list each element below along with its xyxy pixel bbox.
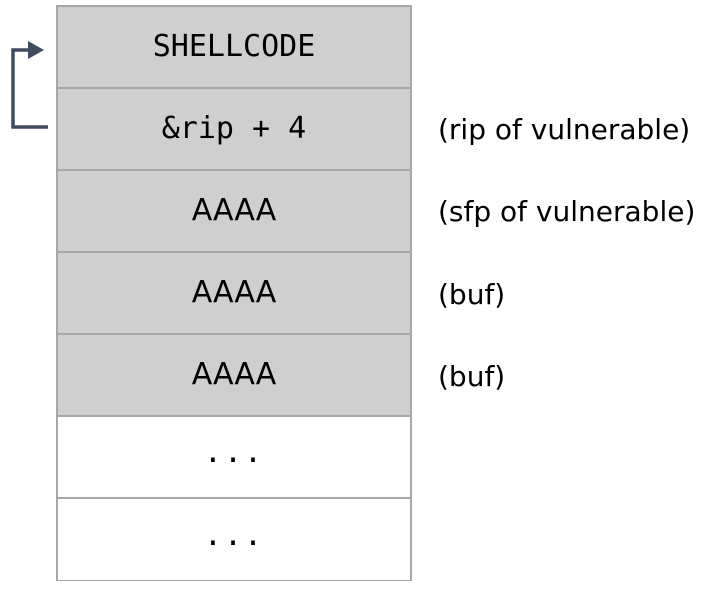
stack-cell-value: SHELLCODE — [152, 29, 316, 64]
stack-row: AAAA — [58, 253, 410, 335]
stack-cell-value: AAAA — [191, 357, 277, 392]
stack-row: SHELLCODE — [58, 7, 410, 89]
annotation-buf-lower: (buf) — [438, 360, 506, 393]
stack-row: ... — [58, 499, 410, 580]
stack-row: AAAA — [58, 171, 410, 253]
annotation-rip-of-vulnerable: (rip of vulnerable) — [438, 113, 691, 146]
stack-cell-value: ... — [203, 517, 265, 553]
stack-cell-value: &rip + 4 — [161, 111, 307, 146]
jump-arrow-head-icon — [28, 41, 44, 59]
stack-row: &rip + 4 — [58, 89, 410, 171]
stack-cell-value: ... — [203, 435, 265, 470]
stack-row: ... — [58, 417, 410, 499]
stack-cell-value: AAAA — [191, 193, 277, 228]
return-address-jump-arrow — [11, 41, 48, 129]
stack-row: AAAA — [58, 335, 410, 417]
jump-arrow-line — [11, 48, 48, 129]
stack-table: SHELLCODE &rip + 4 AAAA AAAA AAAA ... ..… — [56, 5, 412, 581]
annotation-sfp-of-vulnerable: (sfp of vulnerable) — [438, 195, 696, 228]
stack-cell-value: AAAA — [191, 275, 277, 310]
annotation-buf-upper: (buf) — [438, 278, 506, 311]
